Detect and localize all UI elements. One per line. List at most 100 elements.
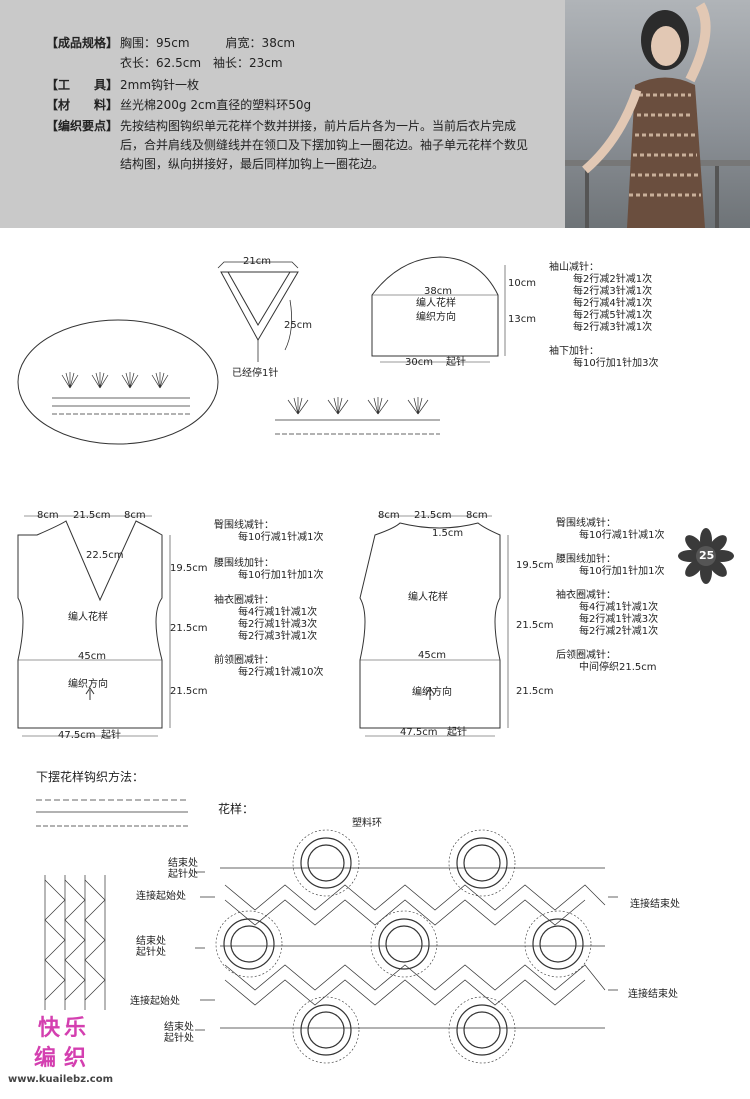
front-shoulder-right: 8cm [124,510,146,521]
front-note-line: 每10行减1针减1次 [238,532,324,543]
front-mid-width: 45cm [78,651,106,662]
site-logo: 快乐 编织 www.kuailebz.com [6,1006,136,1096]
sleeve-cap-line: 每2行减2针减1次 [573,274,653,285]
page-number: 25 [699,549,715,562]
back-bottom-width: 47.5cm [400,727,438,738]
back-height-2: 21.5cm [516,620,554,631]
oval-outline [17,319,219,445]
back-note-line: 每2行减1针减3次 [579,614,659,625]
oval-stitch-chart [52,372,190,415]
back-shoulder-right: 8cm [466,510,488,521]
front-note-line: 每2行减1针减3次 [238,619,318,630]
sleeve-width: 38cm [424,286,452,297]
spec-notes-value: 先按结构图钩织单元花样个数并拼接，前片后片各为一片。当前后衣片完成后，合并肩线及… [120,119,529,171]
front-height-2: 21.5cm [170,623,208,634]
collar-side-length: 25cm [284,320,312,331]
back-note-line: 每4行减1针减1次 [579,602,659,613]
spec-tool-row: 【工 具】2mm钩针一枚 [46,76,199,94]
sleeve-chain-column [44,875,106,1010]
sleeve-cap-line: 每2行减3针减1次 [573,322,653,333]
front-note-line: 每2行减1针减10次 [238,667,324,678]
sleeve-bottom-width: 30cm [405,357,433,368]
motif-chart [195,829,618,1064]
front-bottom-width: 47.5cm [58,730,96,741]
spec-material-row: 【材 料】丝光棉200g 2cm直径的塑料环50g [46,96,311,114]
back-note-line: 每2行减2针减1次 [579,626,659,637]
motif-start-label-1: 起针处 [168,869,198,880]
motif-end-label-3: 结束处 [164,1022,194,1033]
back-height-3: 21.5cm [516,686,554,697]
sleeve-cap-title: 袖山减针： [549,262,599,273]
collar-outline [220,271,299,342]
spec-size-row1: 【成品规格】胸围：95cm 肩宽：38cm [46,34,295,52]
spec-size-value1: 胸围：95cm 肩宽：38cm [120,36,296,50]
spec-tool-label: 【工 具】 [46,78,119,92]
back-neck-width: 21.5cm [414,510,452,521]
model-figure [565,2,750,228]
spec-material-label: 【材 料】 [46,98,119,112]
back-note-title: 后领圈减针： [556,650,616,661]
sleeve-cap-height: 10cm [508,278,536,289]
model-photo [565,0,750,228]
hem-stitch-chart [36,799,188,827]
sleeve-cap-line: 每2行减5针减1次 [573,310,653,321]
front-outline [17,520,163,729]
front-note-title: 腰围线加针： [214,558,274,569]
sleeve-cap-line: 每2行减3针减1次 [573,286,653,297]
back-outline [359,522,501,729]
spec-size-row2: 衣长：62.5cm 袖长：23cm [120,56,283,70]
front-height-1: 19.5cm [170,563,208,574]
logo-url: www.kuailebz.com [8,1074,114,1085]
back-shoulder-left: 8cm [378,510,400,521]
logo-text-2: 编织 [34,1046,95,1071]
spec-material-value: 丝光棉200g 2cm直径的塑料环50g [120,98,312,112]
front-start-label: 起针 [101,730,121,741]
sleeve-cap-line: 每2行减4针减1次 [573,298,653,309]
sleeve-pattern-label: 编人花样 [416,298,456,309]
front-pattern-label: 编人花样 [68,612,108,623]
back-note-title: 腰围线加针： [556,554,616,565]
collar-note: 已经停1针 [232,368,279,379]
spec-tool-value: 2mm钩针一枚 [120,78,200,92]
sleeve-direction-label: 编织方向 [416,312,456,323]
sleeve-under-title: 袖下加针： [549,346,599,357]
spec-notes-label: 【编织要点】 [46,119,119,133]
back-start-label: 起针 [447,727,467,738]
front-note-title: 臀围线减针： [214,520,274,531]
motif-title: 花样： [218,802,255,816]
front-note-line: 每10行加1针加1次 [238,570,324,581]
front-note-line: 每2行减3针减1次 [238,631,318,642]
back-height-1: 19.5cm [516,560,554,571]
motif-join-end-1: 连接结束处 [630,899,680,910]
front-neck-width: 21.5cm [73,510,111,521]
front-direction-label: 编织方向 [68,679,108,690]
back-neck-depth: 1.5cm [432,528,464,539]
collar-inner [227,271,291,326]
sleeve-under-line: 每10行加1针加3次 [573,358,659,369]
front-shoulder-left: 8cm [37,510,59,521]
motif-join-start-1: 连接起始处 [136,891,186,902]
sleeve-outline [371,256,499,357]
back-note-line: 每10行加1针加1次 [579,566,665,577]
motif-end-label-2: 结束处 [136,936,166,947]
front-note-title: 袖衣圈减针： [214,595,274,606]
sleeve-body-height: 13cm [508,314,536,325]
back-direction-label: 编织方向 [412,687,452,698]
motif-join-end-2: 连接结束处 [628,989,678,1000]
motif-start-label-2: 起针处 [136,947,166,958]
back-note-title: 臀围线减针： [556,518,616,529]
motif-ring-label: 塑料环 [352,818,382,829]
front-height-3: 21.5cm [170,686,208,697]
back-note-line: 每10行减1针减1次 [579,530,665,541]
motif-end-label-1: 结束处 [168,858,198,869]
page-badge-flower [678,528,734,584]
front-v-depth: 22.5cm [86,550,124,561]
back-mid-width: 45cm [418,650,446,661]
collar-stitch-chart [275,397,440,435]
hem-title: 下摆花样钩织方法： [36,770,145,784]
back-pattern-label: 编人花样 [408,592,448,603]
motif-start-label-3: 起针处 [164,1033,194,1044]
sleeve-start-label: 起针 [446,357,466,368]
header-panel: 【成品规格】胸围：95cm 肩宽：38cm 衣长：62.5cm 袖长：23cm … [0,0,750,228]
